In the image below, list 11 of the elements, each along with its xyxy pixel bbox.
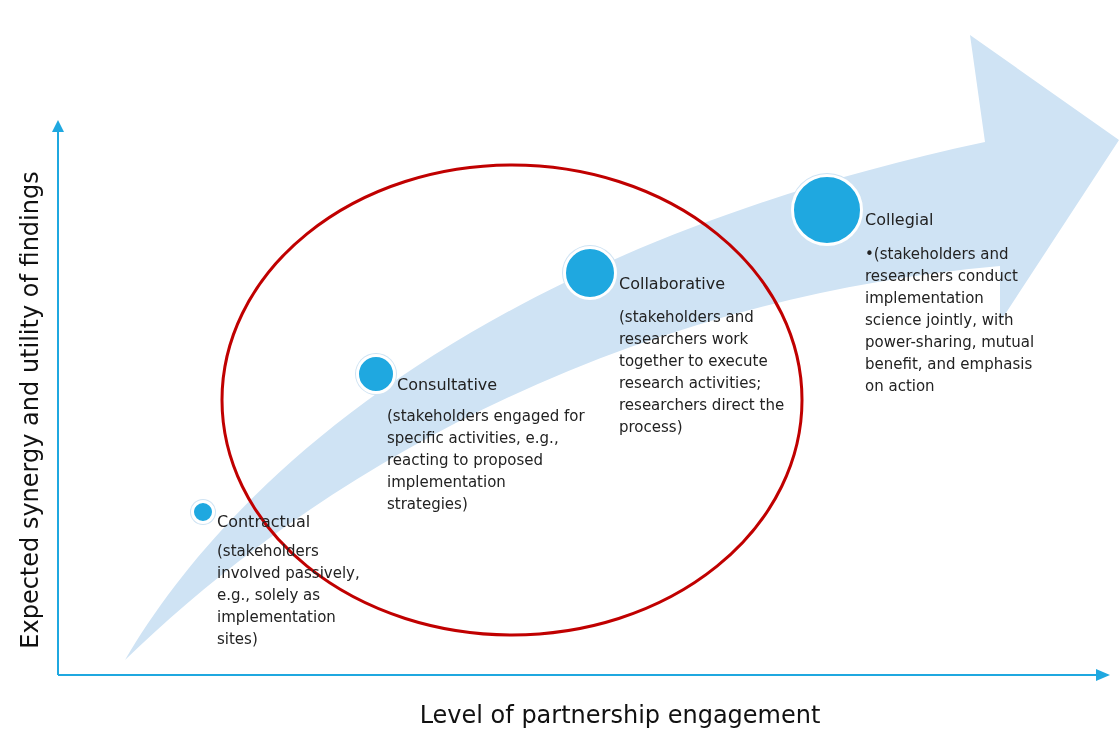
stage-title: Collaborative [619,274,725,293]
y-axis-label: Expected synergy and utility of findings [16,171,44,649]
stage-title: Collegial [865,210,934,229]
stage-dot [191,500,215,524]
stage-title: Consultative [397,375,498,394]
stage-description: •(stakeholders and researchers conduct implementation science jointly, with power-sharing, mutual benefit, and emphasis on action [865,244,1036,397]
stage-description: (stakeholders engaged for specific activities, e.g., reacting to proposed implementation strategies) [387,406,586,515]
x-axis-label: Level of partnership engagement [419,701,821,729]
stage-description: (stakeholders and researchers work together to execute research activities; researchers direct the process) [619,307,786,438]
stage-dot [356,354,396,394]
stage-dot [563,246,617,300]
